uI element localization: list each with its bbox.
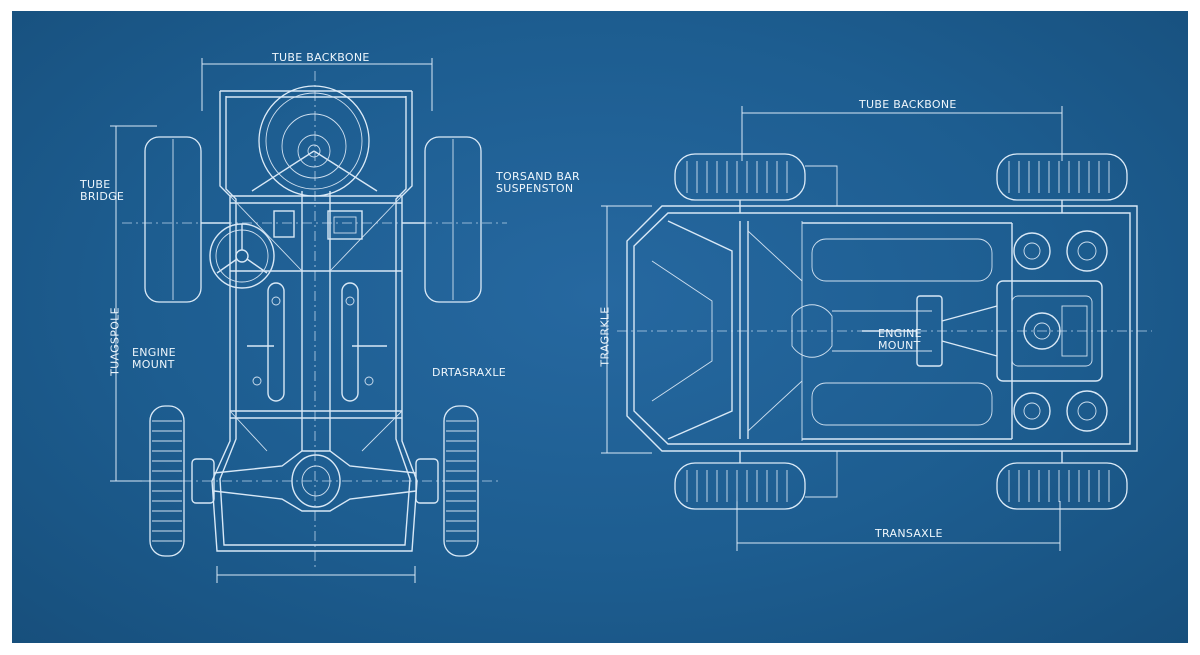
right-top-dimension (741, 106, 1063, 161)
right-chassis-view (601, 106, 1152, 551)
left-bottom-dimension (216, 566, 416, 583)
left-tube-bridge-label: TUBE BRIDGE (80, 178, 125, 203)
right-trackle-label: TRAGRKLE (598, 306, 612, 367)
right-transaxle-label: TRANSAXLE (875, 527, 943, 540)
left-engine-mount-label: ENGINE MOUNT (132, 346, 176, 371)
left-torsion-bar-label: TORSAND BAR SUSPENSTON (496, 170, 580, 195)
left-tube-backbone-label: TUBE BACKBONE (272, 51, 370, 64)
right-frame (626, 205, 1138, 452)
right-rear-pods (1013, 230, 1108, 432)
left-spare-tire (251, 85, 378, 197)
right-side-dimension (601, 205, 652, 454)
left-steering-wheel (209, 223, 275, 289)
left-top-dimension (201, 58, 433, 111)
left-rear-axle (149, 405, 479, 557)
right-engine-block (862, 280, 1103, 382)
left-frame-rails (211, 90, 418, 552)
left-chassis-view (110, 58, 507, 583)
right-tube-backbone-label: TUBE BACKBONE (859, 98, 957, 111)
right-engine-mount-label: ENGINE MOUNT (878, 327, 922, 352)
left-drtasraxle-label: DRTASRAXLE (432, 366, 507, 379)
blueprint-sheet: TUBE BACKBONE TUBE BRIDGE TORSAND BAR SU… (12, 11, 1188, 643)
left-trackpole-label: TUAGSPOLE (108, 307, 122, 376)
chassis-blueprint-drawing (110, 58, 1152, 583)
left-front-wheels (144, 136, 482, 303)
left-engine-mounts (247, 282, 387, 402)
right-wheels (674, 153, 1128, 510)
